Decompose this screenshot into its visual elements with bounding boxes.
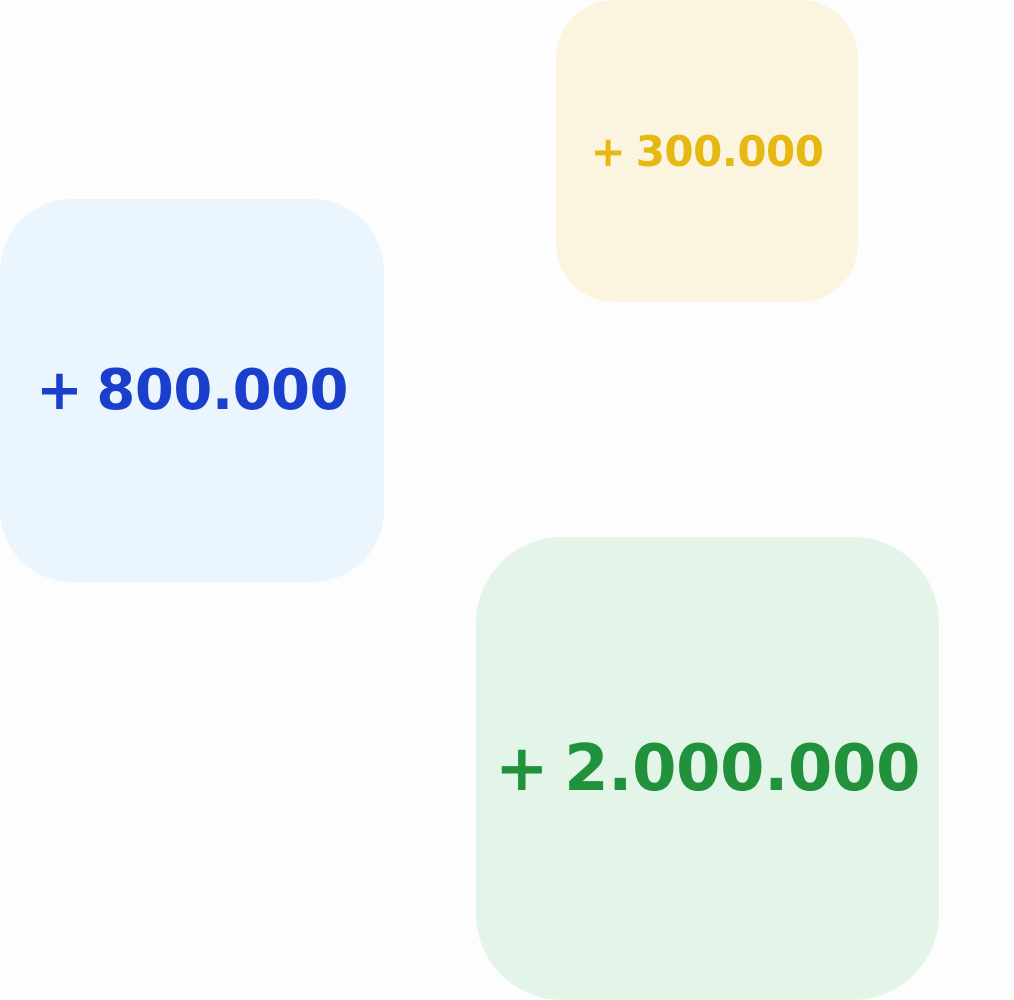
stat-card-300k: +300.000 [556,0,858,302]
plus-sign: + [495,731,549,806]
plus-sign: + [590,126,626,176]
plus-sign: + [36,358,83,423]
stat-value-2m: +2.000.000 [495,732,920,806]
stat-value-800k: +800.000 [36,358,348,423]
stat-number: 2.000.000 [564,731,920,806]
stat-card-2m: +2.000.000 [476,537,939,1000]
stat-number: 800.000 [96,358,348,423]
stat-card-800k: +800.000 [0,199,384,582]
stat-value-300k: +300.000 [591,127,824,176]
stat-number: 300.000 [635,126,824,176]
